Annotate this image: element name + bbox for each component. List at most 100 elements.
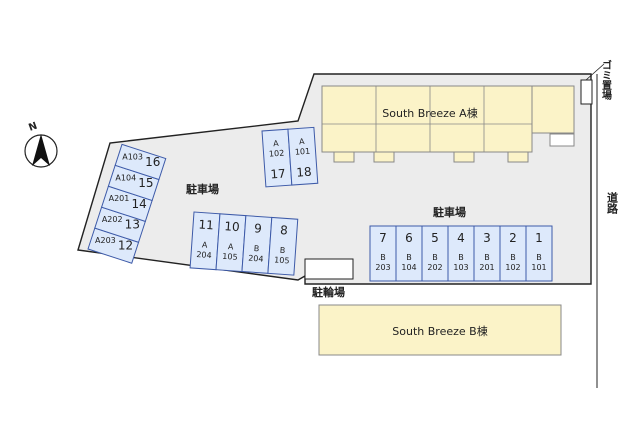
space-number: 5 bbox=[431, 231, 439, 245]
room-number-label: 202 bbox=[427, 263, 442, 272]
building-b: South Breeze B棟 bbox=[318, 304, 562, 356]
room-building-label: B bbox=[484, 253, 490, 262]
parking-space-box bbox=[369, 225, 397, 282]
building-a-porch bbox=[549, 133, 575, 147]
building-a-balcony bbox=[373, 151, 395, 163]
garbage-leader bbox=[585, 63, 605, 81]
room-number-label: 105 bbox=[222, 252, 238, 262]
building-a-east-wing bbox=[531, 85, 575, 134]
room-building-label: B bbox=[458, 253, 464, 262]
room-number-label: 105 bbox=[274, 255, 290, 265]
room-number-label: 101 bbox=[295, 147, 311, 157]
room-building-label: B bbox=[536, 253, 542, 262]
room-building-label: B bbox=[279, 246, 285, 255]
room-number-label: 103 bbox=[453, 263, 468, 272]
parking-space-box bbox=[267, 216, 299, 276]
space-number: 4 bbox=[457, 231, 465, 245]
building-a-label: South Breeze A棟 bbox=[382, 106, 477, 120]
building-a-balcony bbox=[333, 151, 355, 163]
parking-space-box bbox=[447, 225, 475, 282]
parking-space-box bbox=[395, 225, 423, 282]
parking-label-2: 駐車場 bbox=[433, 205, 466, 219]
space-number: 14 bbox=[131, 197, 146, 211]
room-number-label: 204 bbox=[248, 254, 264, 264]
bicycle-parking-label: 駐輪場 bbox=[312, 285, 345, 299]
room-label: A202 bbox=[102, 215, 123, 224]
space-number: 15 bbox=[138, 176, 153, 190]
room-building-label: B bbox=[432, 253, 438, 262]
road-label: 道路 bbox=[606, 191, 619, 215]
parking-space-box bbox=[287, 126, 319, 186]
room-label: A201 bbox=[109, 194, 130, 203]
room-number-label: 201 bbox=[479, 263, 494, 272]
space-number: 7 bbox=[379, 231, 387, 245]
bicycle-parking bbox=[304, 258, 354, 280]
parking-space-box bbox=[473, 225, 501, 282]
room-label: A103 bbox=[122, 152, 143, 161]
space-number: 9 bbox=[254, 221, 263, 235]
building-a-balcony bbox=[507, 151, 529, 163]
room-number-label: 102 bbox=[505, 263, 520, 272]
room-building-label: A bbox=[299, 137, 306, 146]
room-building-label: B bbox=[380, 253, 386, 262]
room-number-label: 203 bbox=[375, 263, 390, 272]
garbage-area bbox=[580, 79, 593, 105]
north-arrow-icon bbox=[32, 134, 50, 166]
room-number-label: 102 bbox=[269, 149, 285, 159]
room-label: A203 bbox=[95, 236, 116, 245]
space-number: 10 bbox=[224, 219, 240, 234]
compass-north-label: N bbox=[27, 121, 39, 134]
room-building-label: A bbox=[228, 242, 235, 251]
room-number-label: 101 bbox=[531, 263, 546, 272]
room-building-label: B bbox=[406, 253, 412, 262]
building-a-balcony bbox=[453, 151, 475, 163]
room-number-label: 204 bbox=[196, 250, 212, 260]
space-number: 12 bbox=[118, 239, 133, 253]
parking-space-box bbox=[114, 143, 167, 181]
space-number: 18 bbox=[296, 165, 312, 180]
space-number: 17 bbox=[270, 166, 286, 181]
space-number: 8 bbox=[280, 223, 289, 237]
room-number-label: 104 bbox=[401, 263, 416, 272]
building-a-block bbox=[321, 85, 533, 153]
parking-label-1: 駐車場 bbox=[186, 182, 219, 196]
building-b-label: South Breeze B棟 bbox=[392, 324, 487, 338]
building-b-block bbox=[318, 304, 562, 356]
space-number: 16 bbox=[145, 155, 160, 169]
room-building-label: B bbox=[254, 244, 260, 253]
space-number: 1 bbox=[535, 231, 543, 245]
space-number: 2 bbox=[509, 231, 517, 245]
building-a: South Breeze A棟 bbox=[321, 85, 575, 163]
room-building-label: A bbox=[273, 139, 280, 148]
space-number: 11 bbox=[198, 217, 214, 232]
space-number: 13 bbox=[125, 218, 140, 232]
compass: N bbox=[24, 121, 58, 168]
room-building-label: A bbox=[202, 240, 209, 249]
garbage-label: ゴミ置場 bbox=[600, 59, 612, 101]
room-label: A104 bbox=[115, 173, 136, 182]
space-number: 3 bbox=[483, 231, 491, 245]
parking-space-box bbox=[525, 225, 553, 282]
room-building-label: B bbox=[510, 253, 516, 262]
